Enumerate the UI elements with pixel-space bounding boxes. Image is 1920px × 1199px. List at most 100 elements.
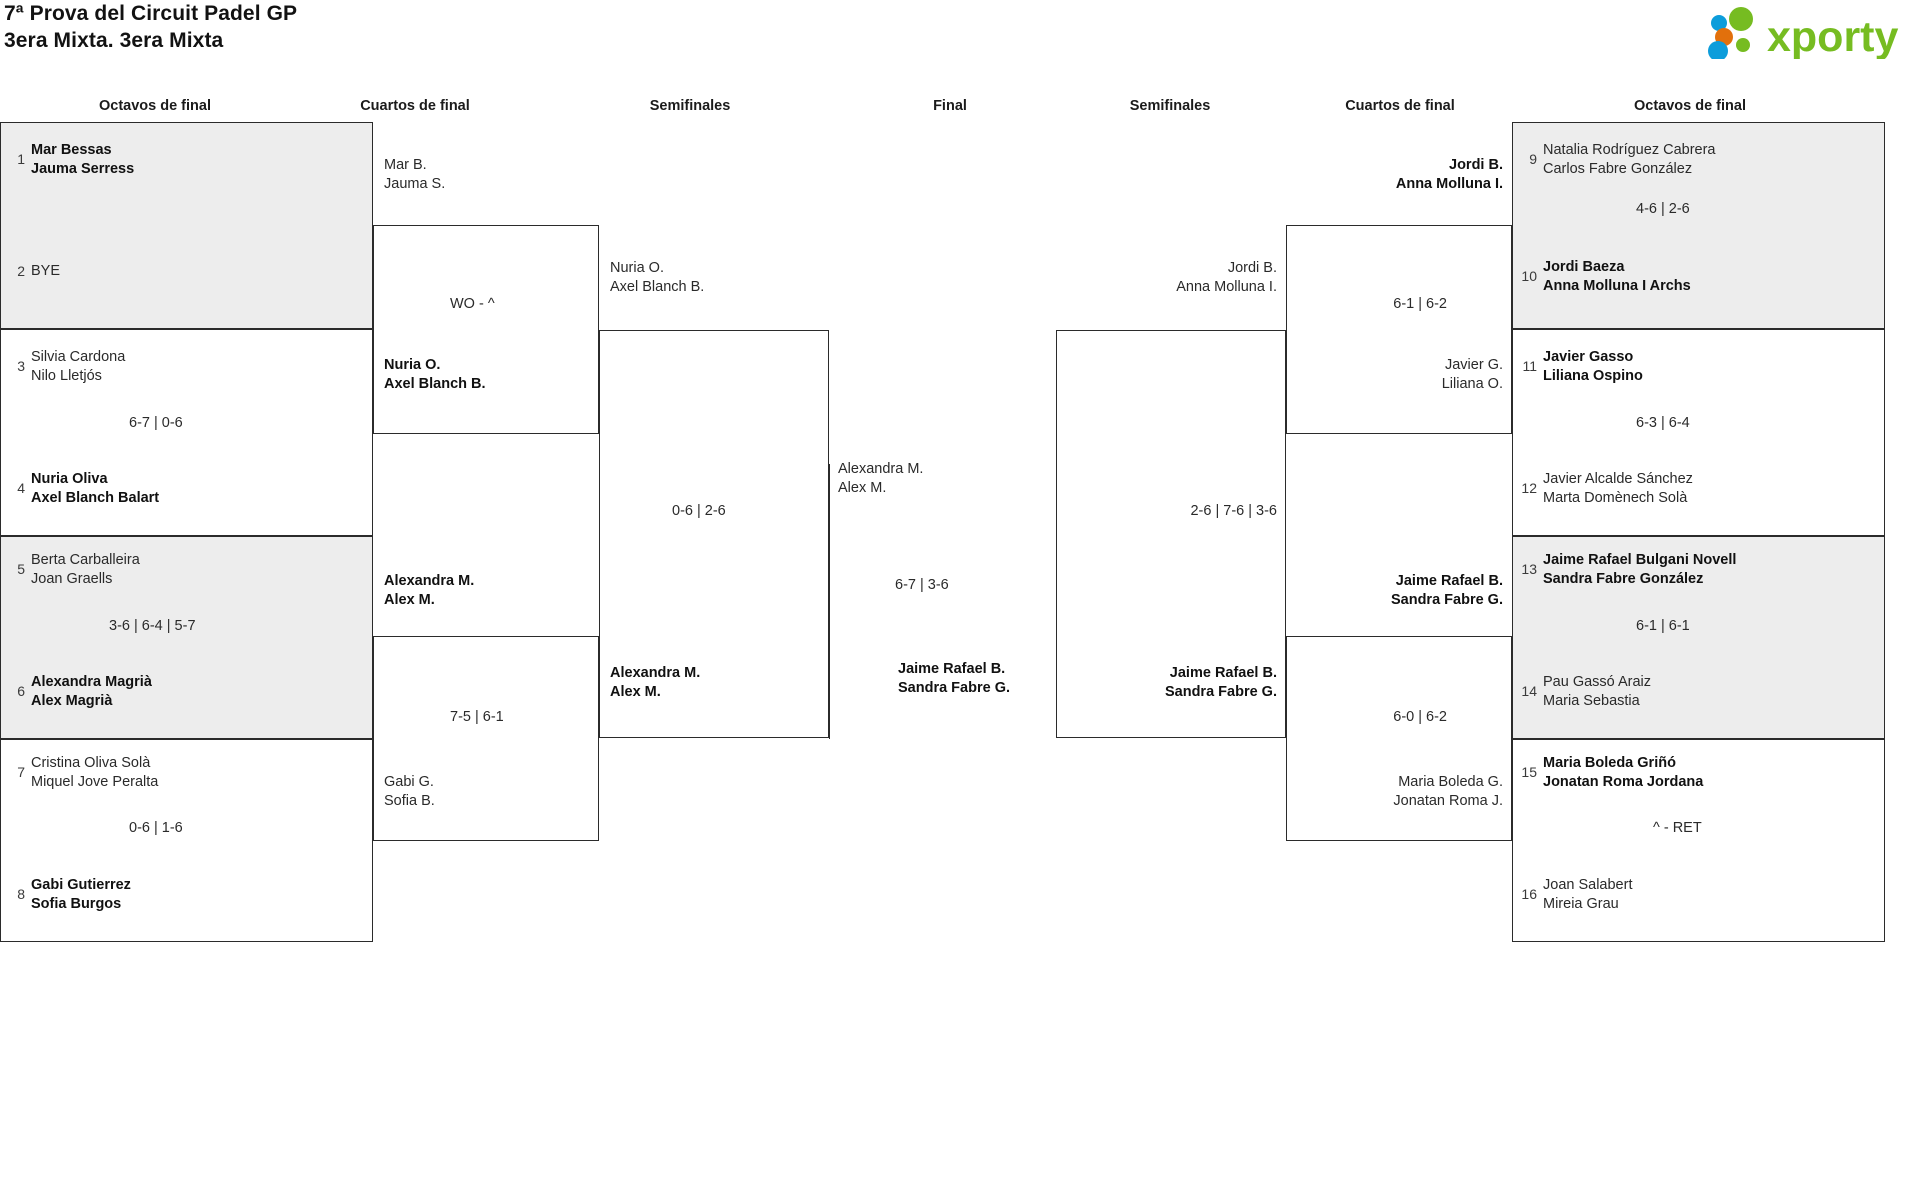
team-names: Mar B. Jauma S. [384, 156, 445, 194]
team-names: Joan Salabert Mireia Grau [1543, 876, 1632, 914]
match-score: 6-7 | 0-6 [129, 415, 183, 431]
team-names: Alexandra Magrià Alex Magrià [31, 673, 152, 711]
player-name: Jauma Serress [31, 161, 135, 177]
seed-number: 10 [1521, 268, 1537, 284]
player-name: Sandra Fabre G. [1164, 684, 1277, 700]
player-name: BYE [31, 263, 61, 279]
player-name: Gabi Gutierrez [31, 877, 131, 893]
player-name: Jonatan Roma Jordana [1543, 774, 1704, 790]
team-names: Nuria O. Axel Blanch B. [610, 259, 704, 297]
match-score: 2-6 | 7-6 | 3-6 [1190, 503, 1277, 519]
player-name: Jordi B. [1227, 260, 1277, 276]
player-name: Silvia Cardona [31, 349, 126, 365]
player-name: Jaime Rafael B. [1395, 573, 1503, 589]
seed-number: 6 [17, 683, 25, 699]
player-name: Alex M. [838, 480, 887, 496]
match-score: 6-1 | 6-1 [1636, 618, 1690, 634]
match-box-right-r16-1[interactable]: 9 Natalia Rodríguez Cabrera Carlos Fabre… [1512, 122, 1885, 329]
seed-number: 5 [17, 561, 25, 577]
seed-number: 13 [1521, 561, 1537, 577]
tournament-category: 3era Mixta. 3era Mixta [4, 29, 224, 52]
match-box-right-r16-3[interactable]: 13 Jaime Rafael Bulgani Novell Sandra Fa… [1512, 536, 1885, 739]
player-name: Jordi B. [1449, 157, 1503, 173]
player-name: Mireia Grau [1543, 896, 1619, 912]
player-name: Liliana Ospino [1543, 368, 1643, 384]
player-name: Mar B. [384, 157, 427, 173]
match-box-right-r16-4[interactable]: 15 Maria Boleda Griñó Jonatan Roma Jorda… [1512, 739, 1885, 942]
seed-number: 12 [1521, 480, 1537, 496]
match-score: 3-6 | 6-4 | 5-7 [109, 618, 196, 634]
final-connector [829, 464, 830, 739]
player-name: Maria Sebastia [1543, 693, 1640, 709]
seed-number: 7 [17, 764, 25, 780]
player-name: Marta Domènech Solà [1543, 490, 1688, 506]
player-name: Alexandra M. [838, 461, 924, 477]
match-score: 7-5 | 6-1 [450, 709, 504, 725]
player-name: Nuria O. [610, 260, 664, 276]
team-names: Jaime Rafael B. Sandra Fabre G. [1047, 664, 1277, 702]
player-name: Anna Molluna I. [1176, 279, 1277, 295]
team-names: Alexandra M. Alex M. [384, 572, 474, 610]
player-name: Alex M. [610, 684, 661, 700]
team-names: Jordi B. Anna Molluna I. [1047, 259, 1277, 297]
player-name: Natalia Rodríguez Cabrera [1543, 142, 1716, 158]
player-name: Alex Magrià [31, 693, 113, 709]
player-name: Sandra Fabre González [1543, 571, 1704, 587]
team-names: Jaime Rafael B. Sandra Fabre G. [1277, 572, 1503, 610]
player-name: Liliana O. [1441, 376, 1503, 392]
player-name: Jaime Rafael B. [1169, 665, 1277, 681]
player-name: Nuria O. [384, 357, 441, 373]
seed-number: 8 [17, 886, 25, 902]
match-box-left-qf-1[interactable]: Mar B. Jauma S. Nuria O. Axel Blanch B. … [373, 157, 599, 434]
team-names: Jordi Baeza Anna Molluna I Archs [1543, 258, 1691, 296]
player-name: Jauma S. [384, 176, 446, 192]
match-box-left-r16-4[interactable]: 7 Cristina Oliva Solà Miquel Jove Peralt… [0, 739, 373, 942]
player-name: Joan Salabert [1543, 877, 1633, 893]
team-names: Gabi G. Sofia B. [384, 773, 435, 811]
seed-number: 1 [17, 151, 25, 167]
match-score: 0-6 | 1-6 [129, 820, 183, 836]
match-box-left-sf-1[interactable]: Nuria O. Axel Blanch B. Alexandra M. Ale… [599, 260, 829, 738]
match-box-right-qf-1[interactable]: Jordi B. Anna Molluna I. Javier G. Lilia… [1286, 157, 1512, 434]
svg-text:xporty: xporty [1767, 13, 1899, 59]
final-bottom-team: Jaime Rafael B. Sandra Fabre G. [898, 660, 1010, 698]
match-box-right-qf-2[interactable]: Jaime Rafael B. Sandra Fabre G. Maria Bo… [1286, 573, 1512, 841]
match-score: ^ - RET [1653, 820, 1702, 836]
player-name: Alexandra Magrià [31, 674, 152, 690]
team-names: Maria Boleda Griñó Jonatan Roma Jordana [1543, 754, 1703, 792]
round-label-left-r16: Octavos de final [98, 98, 211, 114]
team-names: Nuria O. Axel Blanch B. [384, 356, 486, 394]
match-box-left-r16-3[interactable]: 5 Berta Carballeira Joan Graells 6 Alexa… [0, 536, 373, 739]
round-label-final: Final [933, 98, 967, 114]
round-label-left-qf: Cuartos de final [360, 98, 470, 114]
round-label-right-r16: Octavos de final [1633, 98, 1746, 114]
match-box-left-r16-2[interactable]: 3 Silvia Cardona Nilo Lletjós 4 Nuria Ol… [0, 329, 373, 536]
player-name: Javier G. [1444, 357, 1503, 373]
seed-number: 2 [17, 263, 25, 279]
player-name: Alex M. [384, 592, 435, 608]
player-name: Jaime Rafael Bulgani Novell [1543, 552, 1737, 568]
final-top-team: Alexandra M. Alex M. [838, 460, 923, 498]
match-score: 6-3 | 6-4 [1636, 415, 1690, 431]
seed-number: 15 [1521, 764, 1537, 780]
match-box-right-r16-2[interactable]: 11 Javier Gasso Liliana Ospino 12 Javier… [1512, 329, 1885, 536]
seed-number: 16 [1521, 886, 1537, 902]
player-name: Pau Gassó Araiz [1543, 674, 1651, 690]
match-box-right-sf-1[interactable]: Jordi B. Anna Molluna I. Jaime Rafael B.… [1056, 260, 1286, 738]
team-names: Berta Carballeira Joan Graells [31, 551, 140, 589]
match-box-left-r16-1[interactable]: 1 Mar Bessas Jauma Serress 2 BYE [0, 122, 373, 329]
round-label-right-sf: Semifinales [1129, 98, 1211, 114]
player-name: Jonatan Roma J. [1393, 793, 1503, 809]
team-names: Javier Gasso Liliana Ospino [1543, 348, 1643, 386]
match-score: 4-6 | 2-6 [1636, 201, 1690, 217]
player-name: Gabi G. [384, 774, 434, 790]
player-name: Mar Bessas [31, 142, 112, 158]
round-label-right-qf: Cuartos de final [1345, 98, 1455, 114]
seed-number: 4 [17, 480, 25, 496]
team-names: Pau Gassó Araiz Maria Sebastia [1543, 673, 1651, 711]
player-name: Javier Alcalde Sánchez [1543, 471, 1693, 487]
match-score: 6-0 | 6-2 [1393, 709, 1447, 725]
team-names: Javier Alcalde Sánchez Marta Domènech So… [1543, 470, 1693, 508]
match-box-left-qf-2[interactable]: Alexandra M. Alex M. Gabi G. Sofia B. 7-… [373, 573, 599, 841]
team-names: Cristina Oliva Solà Miquel Jove Peralta [31, 754, 158, 792]
